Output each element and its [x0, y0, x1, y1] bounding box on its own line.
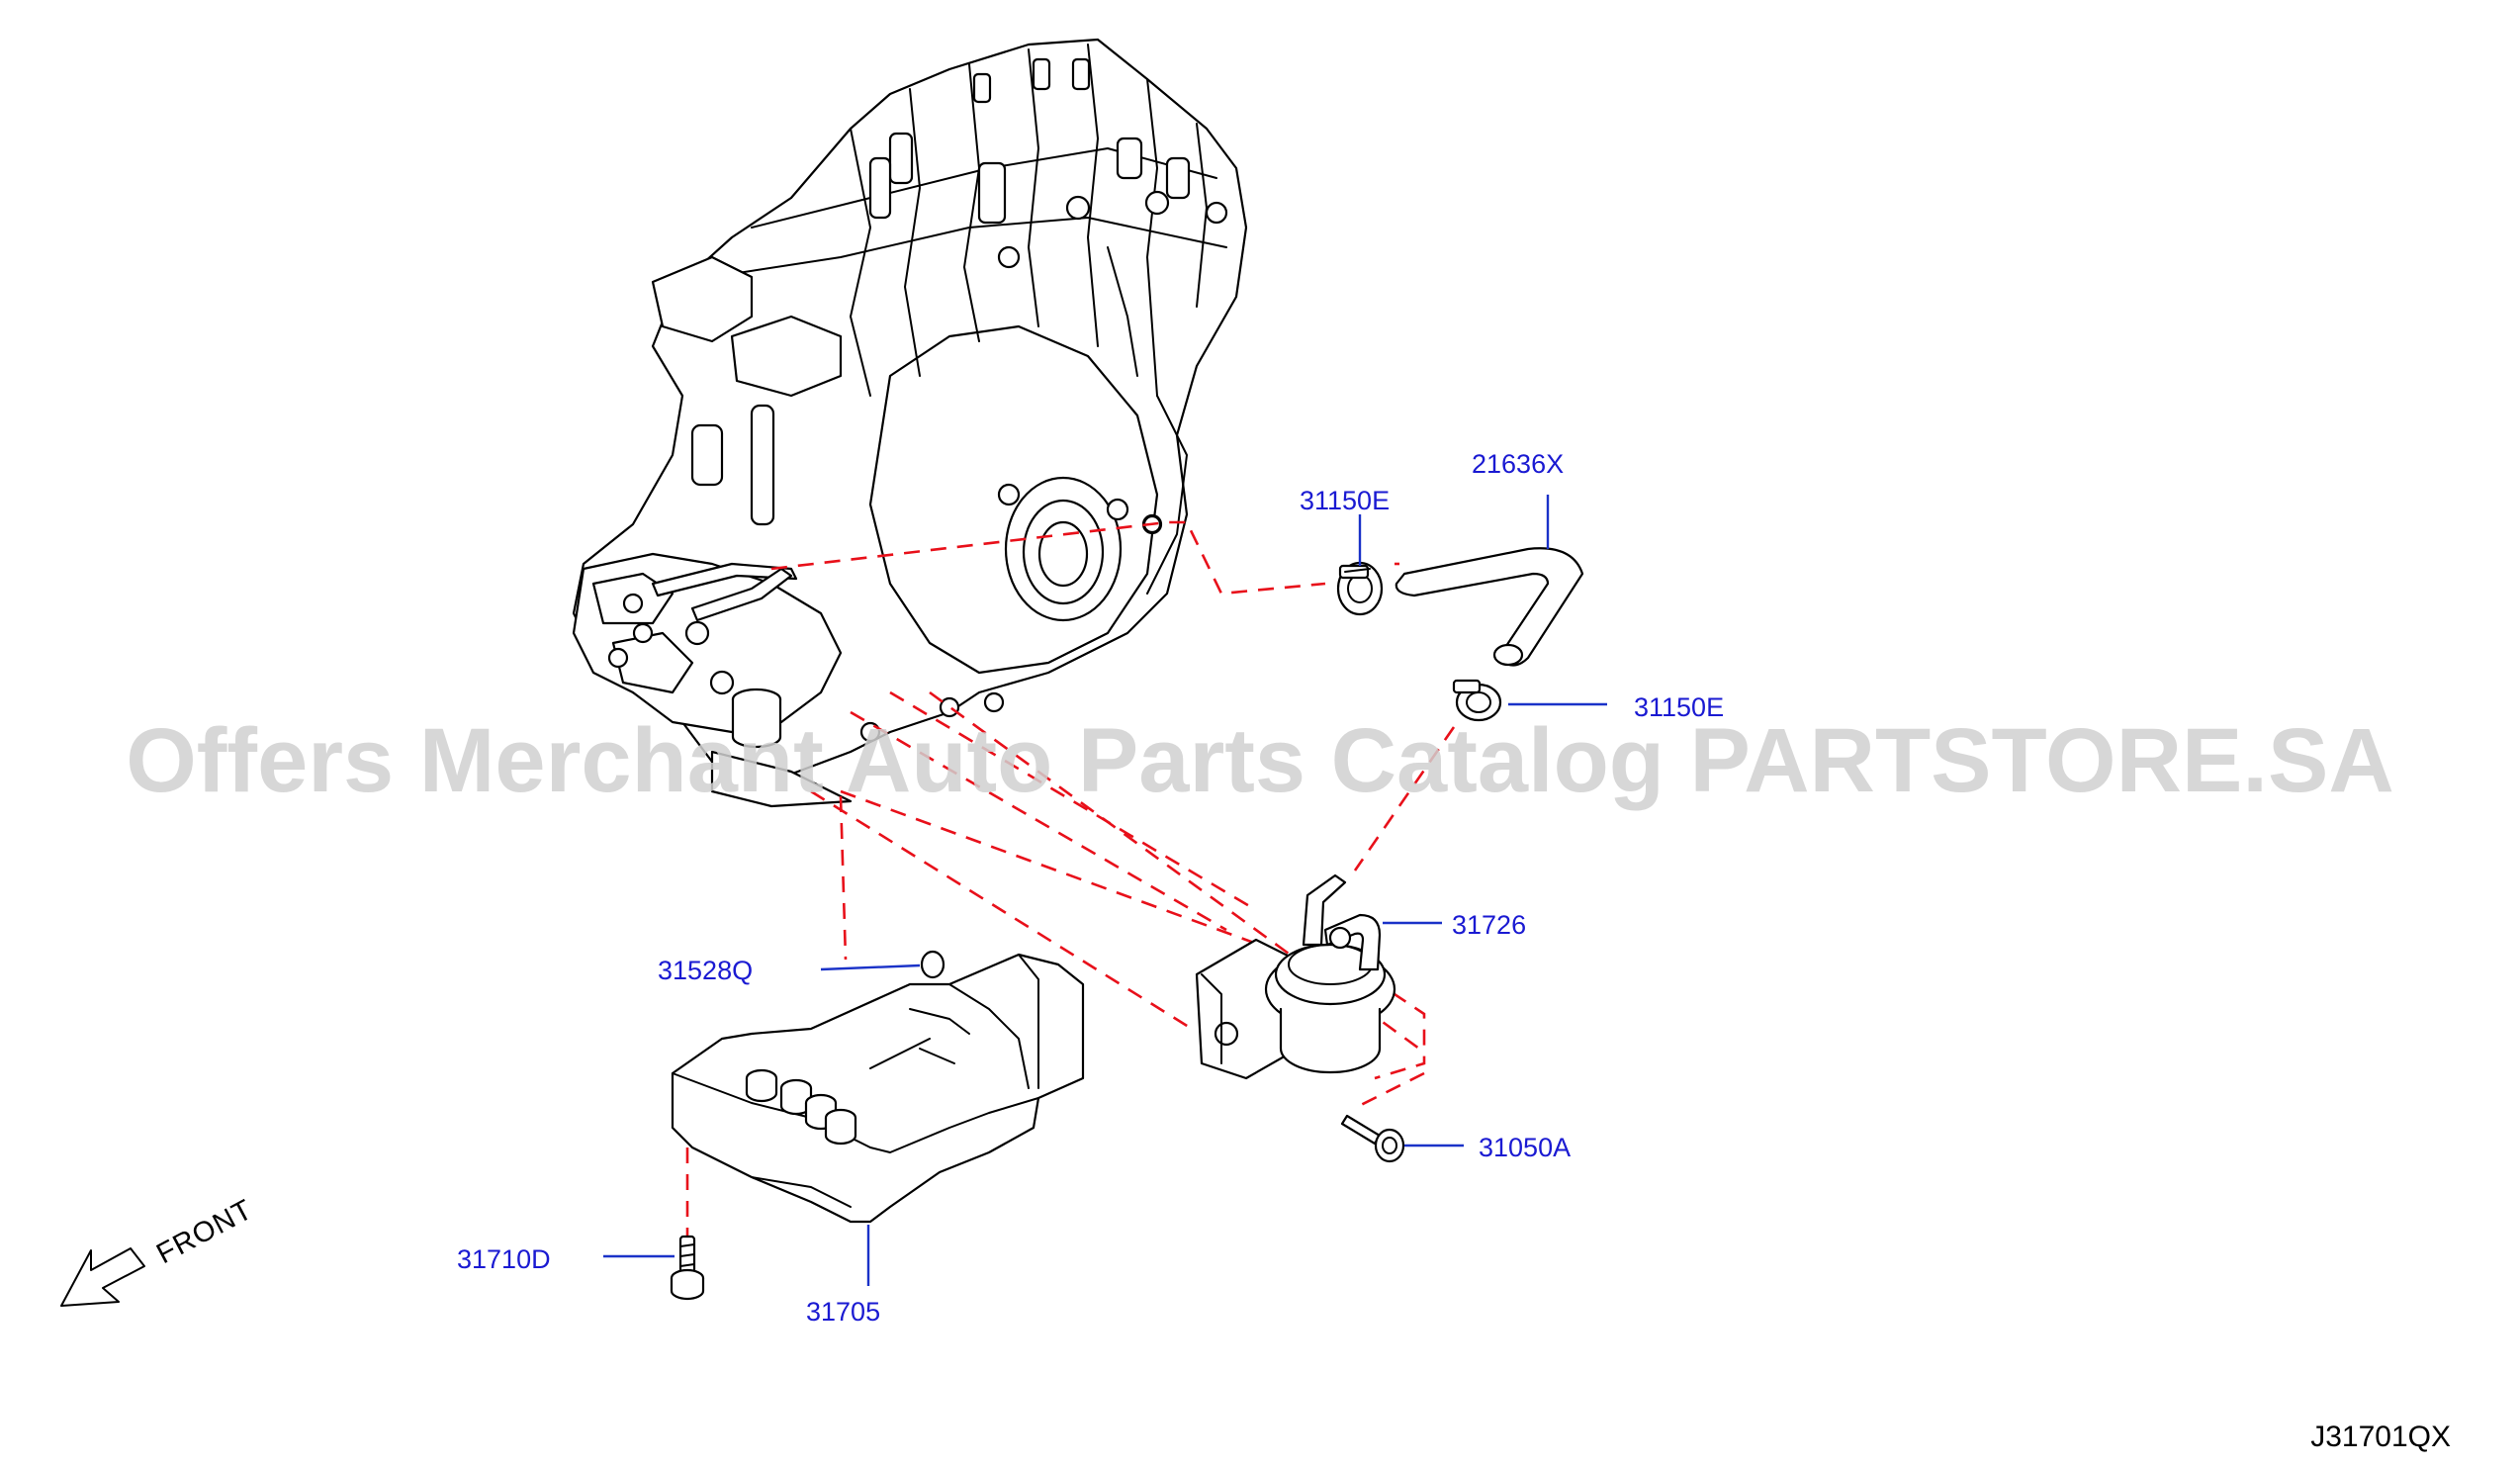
callout-hose: 21636X: [1472, 449, 1564, 479]
hose-clamp-lower: [1452, 679, 1502, 722]
bolt-pan: [670, 1235, 705, 1301]
front-arrow-icon: [60, 1247, 145, 1307]
transmission-assembly: [572, 38, 1248, 808]
dashed-connection-lines: [685, 520, 1456, 1241]
diagram-code: J31701QX: [2310, 1421, 2451, 1453]
oil-cooler-hose: [1395, 547, 1584, 667]
front-label: FRONT: [151, 1194, 258, 1270]
hose-clamp-upper: [1336, 561, 1384, 616]
callout-cooler: 31726: [1452, 910, 1526, 940]
front-arrow: FRONT: [60, 1194, 258, 1307]
callout-oil-pan: 31705: [806, 1297, 880, 1327]
callout-clamp-upper: 31150E: [1300, 486, 1390, 515]
o-ring: [920, 950, 945, 979]
callout-bolt-pan: 31710D: [457, 1244, 551, 1274]
bolt-cooler: [1340, 1114, 1405, 1163]
oil-pan: [671, 953, 1085, 1224]
callout-clamp-lower: 31150E: [1634, 692, 1724, 722]
oil-cooler: [1195, 873, 1396, 1080]
callout-bolt-cooler: 31050A: [1479, 1133, 1571, 1162]
callout-oring: 31528Q: [658, 956, 753, 985]
leader-lines: [603, 495, 1607, 1286]
watermark: Offers Merchant Auto Parts Catalog PARTS…: [126, 710, 2394, 811]
